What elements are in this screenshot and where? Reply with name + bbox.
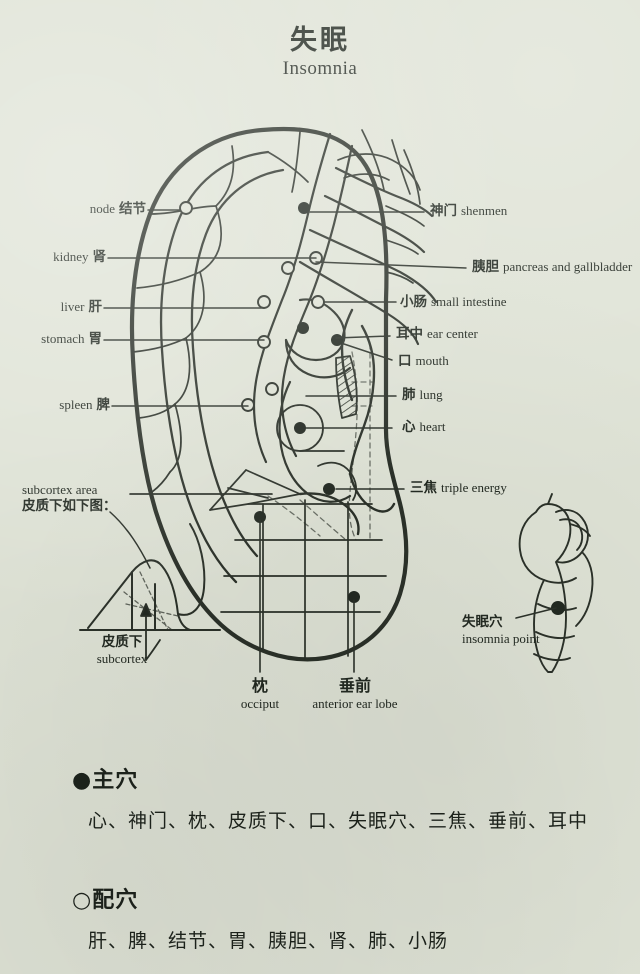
- label-mouth[interactable]: 口 mouth: [398, 353, 449, 370]
- dashed-projection-lines: [267, 343, 373, 541]
- label-triple-energy[interactable]: 三焦 triple energy: [410, 480, 507, 497]
- label-triple-energy-en: triple energy: [441, 480, 507, 495]
- label-stomach-cn: 胃: [88, 331, 103, 347]
- subcortex-inset-arrow: [140, 603, 161, 661]
- page-title-chinese: 失眠: [290, 25, 350, 56]
- tragus-antitragus: [298, 308, 396, 536]
- label-shenmen[interactable]: 神门 shenmen: [430, 203, 507, 220]
- label-occiput-en: occiput: [240, 696, 280, 711]
- ear-outer-helix: [129, 126, 409, 662]
- label-lung[interactable]: 肺 lung: [402, 387, 443, 404]
- label-heart-cn: 心: [402, 419, 416, 435]
- label-ear-center-en: ear center: [427, 326, 478, 341]
- label-heart[interactable]: 心 heart: [402, 419, 445, 436]
- triple-energy-zone: [317, 461, 357, 501]
- adjunct-points-heading: ○配穴: [72, 882, 138, 914]
- label-kidney[interactable]: kidney 肾: [0, 249, 106, 266]
- label-pancreas-gallbladder[interactable]: 胰胆 pancreas and gallbladder: [472, 259, 632, 276]
- label-node-cn: 结节: [119, 201, 146, 217]
- label-node[interactable]: node 结节: [0, 201, 146, 218]
- label-anterior-ear-lobe[interactable]: 垂前 anterior ear lobe: [286, 676, 424, 712]
- subcortex-callout-line: [109, 493, 273, 569]
- label-pancreas-gallbladder-cn: 胰胆: [472, 259, 499, 275]
- label-subcortex-area[interactable]: subcortex area 皮质下如下图：: [22, 482, 117, 515]
- label-spleen-en: spleen: [59, 397, 93, 412]
- adjunct-points-list: 肝、脾、结节、胃、胰胆、肾、肺、小肠: [88, 930, 449, 952]
- label-occiput-cn: 枕: [251, 676, 268, 695]
- label-insomnia-point[interactable]: 失眠穴 insomnia point: [462, 614, 540, 647]
- leader-lines-bottom: [259, 519, 355, 673]
- label-triple-energy-cn: 三焦: [410, 480, 437, 496]
- label-liver-en: liver: [60, 299, 85, 314]
- label-node-en: node: [89, 201, 115, 216]
- helix-inner-fold: [159, 150, 285, 584]
- insomnia-point-inset-drawing: [518, 493, 594, 673]
- hatched-band-outline: [335, 355, 358, 419]
- label-subcortex-area-cn: 皮质下如下图：: [22, 498, 117, 515]
- label-subcortex[interactable]: 皮质下 subcortex: [62, 634, 182, 667]
- page-title-english: Insomnia: [282, 58, 358, 79]
- label-stomach[interactable]: stomach 胃: [0, 331, 102, 348]
- label-ear-center[interactable]: 耳中 ear center: [396, 326, 478, 343]
- triangular-fossa: [337, 129, 421, 195]
- label-spleen[interactable]: spleen 脾: [0, 397, 110, 414]
- insomnia-point-leader: [515, 607, 557, 619]
- filled-bullet-icon: ●: [72, 768, 93, 793]
- label-shenmen-en: shenmen: [461, 203, 508, 218]
- upper-helix-lines: [267, 131, 425, 284]
- label-shenmen-cn: 神门: [430, 203, 457, 219]
- label-subcortex-cn: 皮质下: [101, 634, 143, 650]
- hatched-tragus-band: [336, 356, 357, 418]
- label-small-intestine-cn: 小肠: [400, 294, 427, 310]
- label-lung-cn: 肺: [402, 387, 416, 403]
- label-pancreas-gallbladder-en: pancreas and gallbladder: [503, 259, 633, 274]
- label-spleen-cn: 脾: [96, 397, 111, 413]
- label-liver[interactable]: liver 肝: [0, 299, 102, 316]
- main-points-list: 心、神门、枕、皮质下、口、失眠穴、三焦、垂前、耳中: [88, 810, 589, 832]
- label-small-intestine-en: small intestine: [431, 294, 507, 309]
- subcortex-inset: [79, 523, 221, 631]
- label-insomnia-point-cn: 失眠穴: [462, 614, 503, 630]
- scapha-segment-lines: [132, 145, 235, 493]
- adjunct-points-heading-text: 配穴: [92, 888, 139, 913]
- label-kidney-en: kidney: [53, 249, 89, 264]
- label-kidney-cn: 肾: [92, 249, 107, 265]
- label-insomnia-point-en: insomnia point: [462, 630, 540, 646]
- label-occiput[interactable]: 枕 occiput: [212, 676, 308, 712]
- label-mouth-en: mouth: [415, 353, 449, 368]
- hollow-bullet-icon: ○: [72, 888, 93, 913]
- label-subcortex-area-en: subcortex area: [22, 482, 98, 497]
- label-small-intestine[interactable]: 小肠 small intestine: [400, 294, 506, 311]
- label-subcortex-en: subcortex: [96, 650, 148, 666]
- label-heart-en: heart: [419, 419, 446, 434]
- label-ear-center-cn: 耳中: [396, 326, 423, 342]
- label-anterior-ear-lobe-cn: 垂前: [338, 676, 371, 695]
- insomnia-point-marker: [551, 601, 565, 615]
- main-points-heading: ●主穴: [72, 762, 138, 794]
- main-points-heading-text: 主穴: [92, 768, 139, 793]
- acupoint-marker-solid: [254, 202, 360, 603]
- leader-lines-right: [305, 211, 467, 490]
- label-anterior-ear-lobe-en: anterior ear lobe: [312, 696, 398, 711]
- ear-lobe-grid: [209, 469, 387, 661]
- label-lung-en: lung: [419, 387, 443, 402]
- label-stomach-en: stomach: [41, 331, 85, 346]
- label-mouth-cn: 口: [398, 353, 412, 369]
- label-liver-cn: 肝: [88, 299, 103, 315]
